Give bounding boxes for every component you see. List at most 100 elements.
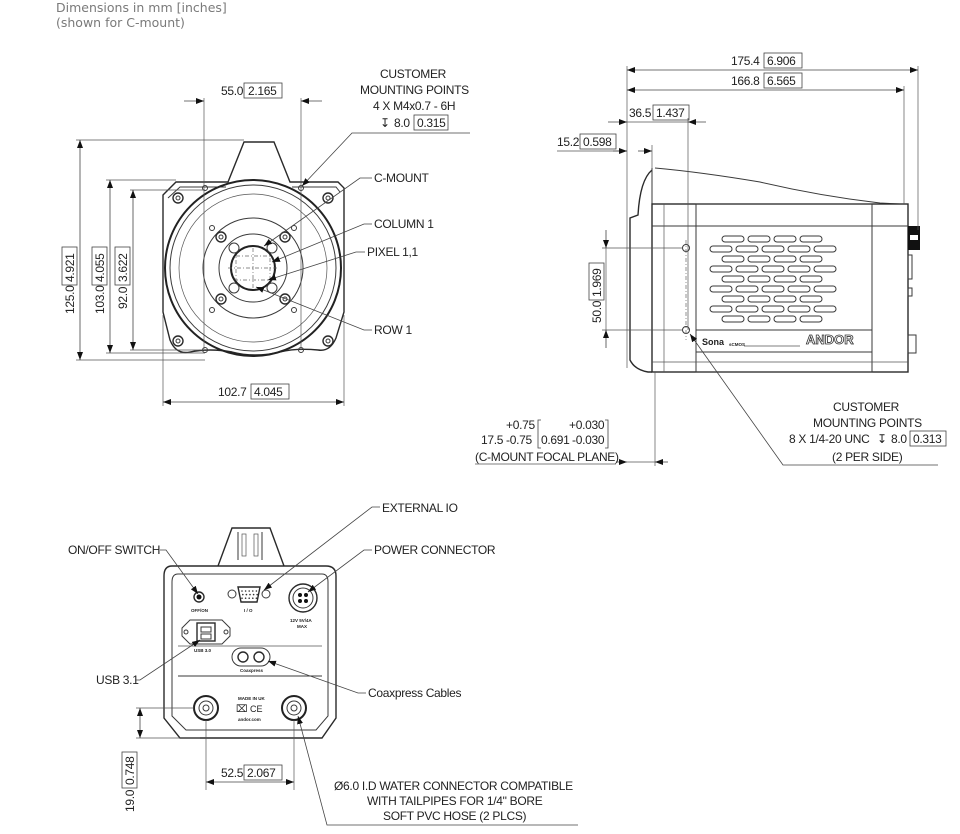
- svg-text:-0.030: -0.030: [572, 433, 605, 447]
- weee-icon: ⌧: [236, 704, 248, 715]
- vent-slot: [799, 235, 823, 243]
- dim-36-5: 36.5 1.437: [629, 104, 690, 121]
- units-note: Dimensions in mm [inches]: [56, 0, 227, 15]
- vent-slot: [721, 235, 745, 243]
- label-c-mount: C-MOUNT: [374, 171, 430, 185]
- front-view: 55.0 2.165 102.7 4.045 125.0 4.921 103.0: [61, 67, 470, 406]
- dim-19: 19.0 0.748: [121, 751, 138, 812]
- vent-slot: [773, 235, 797, 243]
- svg-text:↧: ↧: [877, 432, 887, 446]
- dsub-pin: [248, 590, 250, 592]
- svg-text:103.0: 103.0: [93, 285, 107, 314]
- vent-slot: [709, 285, 733, 293]
- vent-slot: [747, 315, 771, 323]
- svg-text:0.315: 0.315: [417, 116, 446, 130]
- dim-125: 125.0 4.921: [61, 246, 78, 314]
- svg-text:0.313: 0.313: [913, 432, 942, 446]
- front-body-outline: [162, 141, 345, 356]
- svg-text:MOUNTING POINTS: MOUNTING POINTS: [813, 416, 922, 430]
- svg-text:MOUNTING POINTS: MOUNTING POINTS: [360, 83, 469, 97]
- svg-text:↧: ↧: [380, 116, 390, 130]
- dim-55-mm: 55.0: [221, 84, 244, 98]
- water-connector-right[interactable]: [281, 695, 307, 721]
- vent-slot: [761, 285, 785, 293]
- dsub-pin: [241, 590, 243, 592]
- svg-text:6.906: 6.906: [767, 54, 796, 68]
- svg-text:4.921: 4.921: [63, 253, 77, 282]
- dim-52-5: 52.5 2.067: [221, 764, 283, 781]
- handle-grip: [241, 533, 259, 557]
- external-io-port[interactable]: I / O: [227, 586, 271, 613]
- svg-text:SOFT PVC HOSE (2 PLCS): SOFT PVC HOSE (2 PLCS): [383, 809, 527, 823]
- vent-slot: [735, 265, 759, 273]
- rear-handle: [217, 527, 285, 567]
- svg-text:6.565: 6.565: [767, 74, 796, 88]
- brand-model: Sona: [702, 337, 725, 347]
- svg-text:(2 PER SIDE): (2 PER SIDE): [832, 450, 903, 464]
- vent-slot: [709, 265, 733, 273]
- side-view: Sona sCMOS ANDOR 175.4 6.906 166.8: [475, 52, 947, 466]
- vent-slot: [709, 305, 733, 313]
- coaxpress-ports[interactable]: Coaxpress: [231, 647, 271, 673]
- dim-50: 50.0 1.969: [588, 262, 605, 323]
- vent-slot: [799, 275, 823, 283]
- svg-text:Coaxpress: Coaxpress: [240, 668, 264, 673]
- dsub-pin: [241, 597, 243, 599]
- vent-slot: [747, 235, 771, 243]
- dim-15-2: 15.2 0.598: [557, 133, 617, 150]
- rear-view: OFF/ON I / O 12V 5V/4A MAX USB 3.0: [68, 501, 578, 826]
- vent-slots: [709, 235, 837, 323]
- svg-text:0.748: 0.748: [123, 756, 137, 785]
- label-usb: USB 3.1: [96, 673, 139, 687]
- power-connector[interactable]: 12V 5V/4A MAX: [288, 583, 318, 629]
- inner-screws: [209, 225, 297, 313]
- label-column-1: COLUMN 1: [374, 217, 434, 231]
- corner-screws: [172, 192, 334, 347]
- dim-92: 92.0 3.622: [114, 246, 131, 309]
- mount-note: (shown for C-mount): [56, 15, 185, 30]
- vent-slot: [787, 265, 811, 273]
- vent-slot: [799, 295, 823, 303]
- dsub-pin: [255, 590, 258, 592]
- svg-text:4 X M4x0.7 - 6H: 4 X M4x0.7 - 6H: [373, 99, 455, 113]
- svg-text:andor.com: andor.com: [238, 717, 261, 722]
- vent-slot: [761, 305, 785, 313]
- dsub-pin: [242, 593, 244, 596]
- dim-102-7: 102.7 4.045: [218, 383, 290, 400]
- svg-text:OFF/ON: OFF/ON: [191, 608, 208, 613]
- vent-slot: [813, 265, 837, 273]
- outer-ring: [164, 179, 342, 357]
- svg-text:125.0: 125.0: [63, 285, 77, 314]
- svg-text:+0.030: +0.030: [569, 418, 605, 432]
- on-off-switch[interactable]: [193, 591, 205, 603]
- water-connector-left[interactable]: [193, 695, 219, 721]
- svg-text:CUSTOMER: CUSTOMER: [833, 400, 900, 414]
- svg-text:3.622: 3.622: [116, 253, 130, 282]
- svg-text:2.067: 2.067: [247, 766, 276, 780]
- water-connector-callout: Ø6.0 I.D WATER CONNECTOR COMPATIBLE WITH…: [297, 715, 578, 826]
- dim-focal-plane: +0.75 17.5 -0.75 0.691 +0.030 -0.030 (C-…: [475, 418, 619, 465]
- usb-port[interactable]: USB 3.0: [181, 619, 231, 653]
- svg-text:Ø6.0 I.D WATER CONNECTOR COMPA: Ø6.0 I.D WATER CONNECTOR COMPATIBLE: [334, 779, 573, 793]
- svg-text:175.4: 175.4: [731, 54, 760, 68]
- svg-text:102.7: 102.7: [218, 385, 247, 399]
- label-power-connector: POWER CONNECTOR: [374, 543, 496, 557]
- vent-slot: [813, 285, 837, 293]
- label-external-io: EXTERNAL IO: [382, 501, 458, 515]
- svg-text:52.5: 52.5: [221, 766, 244, 780]
- svg-text:MAX: MAX: [297, 624, 307, 629]
- svg-text:8.0: 8.0: [891, 432, 907, 446]
- regulatory-marks: MADE IN UK ⌧ CE andor.com: [236, 696, 265, 722]
- svg-text:92.0: 92.0: [116, 286, 130, 309]
- dsub-pin: [252, 590, 254, 592]
- rear-labels: EXTERNAL IO POWER CONNECTOR ON/OFF SWITC…: [68, 501, 496, 700]
- vent-slot: [761, 245, 785, 253]
- side-mounting-callout: CUSTOMER MOUNTING POINTS 8 X 1/4-20 UNC …: [689, 333, 947, 466]
- svg-text:sCMOS: sCMOS: [729, 342, 745, 347]
- dim-175-4: 175.4 6.906: [731, 52, 803, 69]
- rear-body: [163, 565, 337, 739]
- svg-text:-0.75: -0.75: [506, 433, 532, 447]
- svg-text:(C-MOUNT FOCAL PLANE): (C-MOUNT FOCAL PLANE): [475, 450, 619, 464]
- svg-text:USB 3.0: USB 3.0: [194, 648, 212, 653]
